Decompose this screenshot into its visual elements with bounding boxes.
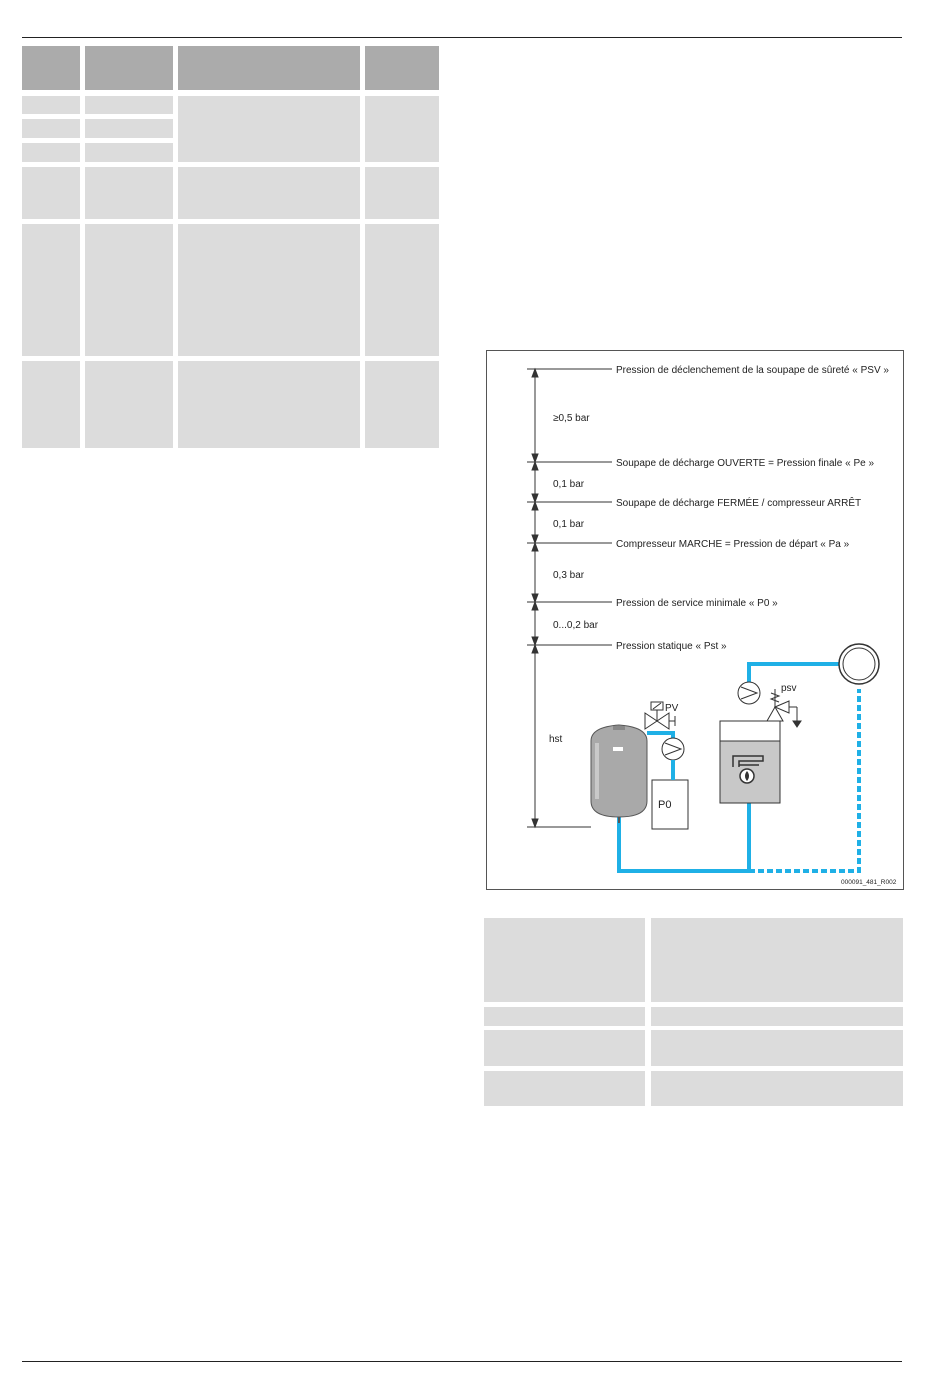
- table-cell: [22, 224, 80, 356]
- table-header-cell: [22, 46, 80, 90]
- label-p0: Pression de service minimale « P0 »: [616, 598, 778, 609]
- table-cell: [484, 1007, 645, 1026]
- label-closed: Soupape de décharge FERMÉE / compresseur…: [616, 496, 861, 509]
- table-cell: [85, 119, 173, 138]
- table-cell: [365, 96, 439, 162]
- gap-label: 0,1 bar: [553, 519, 585, 530]
- table-header-cell: [85, 46, 173, 90]
- table-cell: [85, 361, 173, 448]
- pressure-diagram: Pression de déclenchement de la soupape …: [486, 350, 904, 890]
- consumer-circle-icon: [838, 643, 880, 685]
- label-pst: Pression statique « Pst »: [616, 641, 727, 652]
- consumer-circle-inner: [842, 647, 876, 681]
- table-cell: [178, 361, 360, 448]
- psv-safety-valve-icon: [766, 689, 802, 729]
- label-pe: Soupape de décharge OUVERTE = Pression f…: [616, 458, 874, 469]
- table-cell: [22, 119, 80, 138]
- table-header-cell: [178, 46, 360, 90]
- gap-label: ≥0,5 bar: [553, 413, 590, 424]
- pipe-top: [747, 662, 839, 687]
- arrowhead-icon: [531, 534, 539, 545]
- psv-label: psv: [781, 683, 797, 694]
- arrowhead-icon: [531, 643, 539, 654]
- table-cell: [22, 96, 80, 114]
- arrowhead-icon: [531, 636, 539, 647]
- gap-label: 0,1 bar: [553, 479, 585, 490]
- boiler-icon: [719, 720, 781, 804]
- table-cell: [22, 361, 80, 448]
- compressor-icon: [661, 737, 685, 761]
- table-header-cell: [365, 46, 439, 90]
- table-cell: [484, 1030, 645, 1066]
- arrowhead-icon: [531, 541, 539, 552]
- table-cell: [178, 224, 360, 356]
- arrowhead-icon: [531, 453, 539, 464]
- table-cell: [651, 918, 903, 1002]
- table-cell: [178, 167, 360, 219]
- table-cell: [85, 224, 173, 356]
- return-pipe-dashed: [749, 689, 861, 873]
- p0-label: P0: [658, 799, 671, 811]
- arrowhead-icon: [531, 367, 539, 378]
- label-pa: Compresseur MARCHE = Pression de départ …: [616, 539, 850, 550]
- table-cell: [484, 918, 645, 1002]
- p0-box: [651, 779, 689, 830]
- table-cell: [22, 143, 80, 162]
- arrowhead-icon: [531, 460, 539, 471]
- arrowhead-icon: [531, 593, 539, 604]
- supply-pipe: [617, 817, 749, 873]
- arrowhead-icon: [531, 500, 539, 511]
- arrowhead-icon: [531, 818, 539, 829]
- expansion-tank-icon: [590, 724, 648, 823]
- table-cell: [651, 1007, 903, 1026]
- arrowhead-icon: [531, 600, 539, 611]
- table-cell: [484, 1071, 645, 1106]
- gap-label: hst: [549, 734, 563, 745]
- label-psv: Pression de déclenchement de la soupape …: [616, 365, 889, 376]
- footer-rule: [22, 1361, 902, 1362]
- table-cell: [178, 96, 360, 162]
- pressure-diagram-svg: Pression de déclenchement de la soupape …: [527, 365, 897, 886]
- table-cell: [651, 1030, 903, 1066]
- table-cell: [365, 361, 439, 448]
- header-rule: [22, 37, 902, 38]
- gap-label: 0,3 bar: [553, 570, 585, 581]
- table-cell: [85, 167, 173, 219]
- table-cell: [365, 224, 439, 356]
- table-cell: [85, 143, 173, 162]
- circulation-pump-icon: [737, 681, 761, 705]
- table-cell: [365, 167, 439, 219]
- gap-label: 0...0,2 bar: [553, 620, 599, 631]
- table-cell: [85, 96, 173, 114]
- figure-reference: 000091_481_R002: [841, 879, 897, 886]
- pv-valve-icon: [644, 701, 676, 730]
- table-cell: [22, 167, 80, 219]
- table-cell: [651, 1071, 903, 1106]
- pv-label: PV: [665, 703, 679, 714]
- arrowhead-icon: [531, 493, 539, 504]
